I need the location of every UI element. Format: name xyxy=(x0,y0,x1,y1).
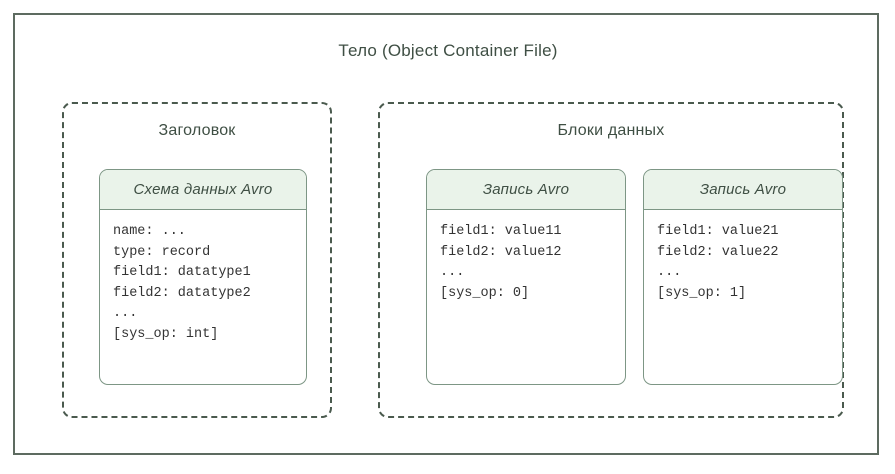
avro-schema-card: Схема данных Avro name: ... type: record… xyxy=(99,169,307,385)
data-blocks-group-container: Блоки данных Запись Avro field1: value11… xyxy=(378,102,844,418)
code-line: [sys_op: 0] xyxy=(440,285,530,301)
code-line: ... xyxy=(113,306,138,321)
code-line: name: ... xyxy=(113,224,186,239)
data-blocks-group-title: Блоки данных xyxy=(557,122,665,139)
code-line: field2: value12 xyxy=(440,244,562,260)
code-line: ... xyxy=(657,265,682,280)
header-group-title: Заголовок xyxy=(158,122,236,139)
avro-record-card-1-header: Запись Avro xyxy=(427,170,625,210)
avro-schema-card-body: name: ... type: record field1: datatype1… xyxy=(100,210,306,345)
code-line: [sys_op: 1] xyxy=(657,285,747,301)
avro-record-card-2: Запись Avro field1: value21 field2: valu… xyxy=(643,169,843,385)
avro-record-card-2-header: Запись Avro xyxy=(644,170,842,210)
code-line: field2: datatype2 xyxy=(113,285,251,301)
avro-record-card-1-body: field1: value11 field2: value12 ... [sys… xyxy=(427,210,625,304)
object-container-file-frame: Тело (Object Container File) Заголовок С… xyxy=(13,13,879,455)
avro-record-card-1: Запись Avro field1: value11 field2: valu… xyxy=(426,169,626,385)
avro-record-card-2-header-label: Запись Avro xyxy=(699,180,787,198)
code-line: field1: value11 xyxy=(440,224,562,239)
code-line: ... xyxy=(440,265,465,280)
avro-record-card-2-body: field1: value21 field2: value22 ... [sys… xyxy=(644,210,842,304)
code-line: field2: value22 xyxy=(657,244,779,260)
avro-schema-card-header-label: Схема данных Avro xyxy=(133,180,273,198)
code-line: type: record xyxy=(113,244,211,260)
avro-record-card-1-header-label: Запись Avro xyxy=(482,180,570,198)
header-group-container: Заголовок Схема данных Avro name: ... ty… xyxy=(62,102,332,418)
code-line: field1: value21 xyxy=(657,224,779,239)
avro-schema-card-header: Схема данных Avro xyxy=(100,170,306,210)
code-line: [sys_op: int] xyxy=(113,326,219,342)
diagram-title: Тело (Object Container File) xyxy=(338,41,558,60)
code-line: field1: datatype1 xyxy=(113,265,251,280)
